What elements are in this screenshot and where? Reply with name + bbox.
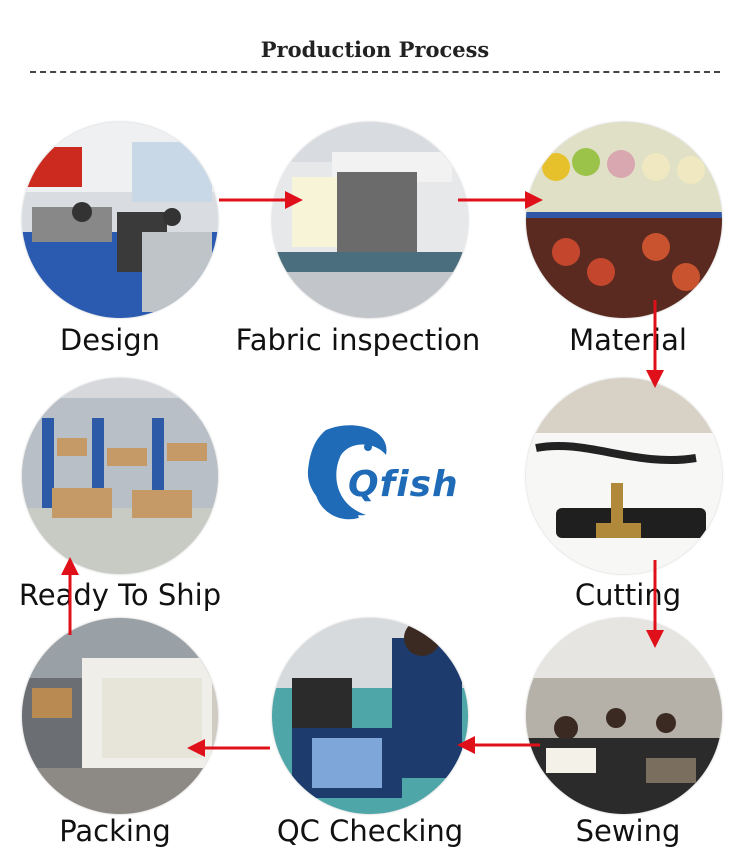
flow-arrows <box>0 0 750 863</box>
